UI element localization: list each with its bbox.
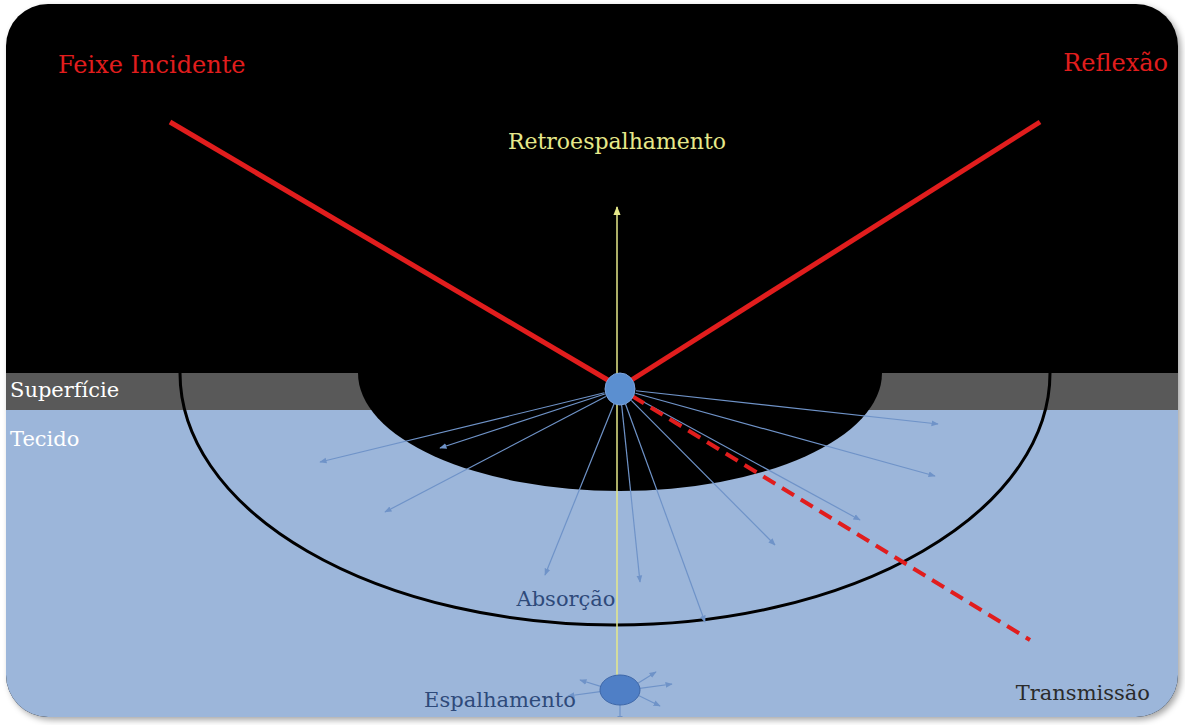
scatter-ray: [625, 404, 705, 622]
reflected-beam: [622, 122, 1040, 386]
process-label: Retroespalhamento: [508, 130, 726, 154]
surface-band: Superfície: [8, 373, 348, 410]
band-label: Superfície: [10, 379, 348, 402]
process-label: Espalhamento: [424, 689, 576, 712]
scatter-ray: [619, 705, 620, 717]
scatter-ray: [440, 394, 605, 448]
scatter-ray: [580, 680, 601, 686]
scatter-ray: [622, 405, 640, 582]
scatter-ray: [638, 672, 656, 683]
scatter-particle: [600, 675, 640, 705]
scatter-ray: [640, 684, 672, 688]
transmitted-beam: [632, 396, 1030, 640]
scatter-ray: [385, 396, 606, 512]
interaction-point: [605, 373, 635, 405]
backscatter-ray: [616, 207, 618, 700]
scatter-ray: [636, 391, 938, 424]
scatter-ray: [639, 696, 660, 706]
incident-beam: [170, 122, 618, 386]
absorption-boundary: [180, 373, 1050, 625]
process-label: Absorção: [517, 588, 616, 611]
scatter-ray: [320, 393, 604, 462]
scatter-ray: [635, 393, 935, 476]
process-label: Transmissão: [1016, 682, 1150, 705]
scatter-ray: [634, 397, 860, 520]
band-label: Tecido: [10, 428, 308, 451]
beam-label: Feixe Incidente: [58, 52, 246, 78]
interaction-zone: [358, 373, 882, 491]
scatter-ray: [545, 404, 614, 575]
beam-label: Reflexão: [1063, 50, 1168, 76]
tissue-band: Tecido: [8, 410, 308, 490]
scatter-rays: [320, 391, 938, 717]
